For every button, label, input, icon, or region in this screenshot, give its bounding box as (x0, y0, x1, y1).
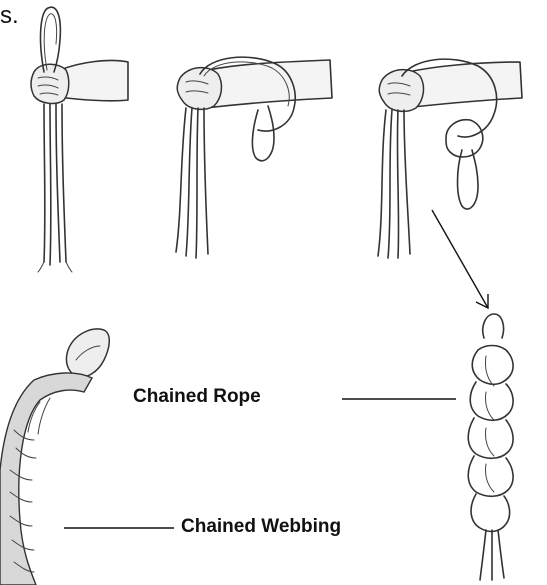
chain-tail-strands (480, 530, 504, 580)
step-1-loop (41, 7, 61, 72)
step-3-pull-through (378, 59, 522, 258)
step-1-hand (31, 64, 69, 103)
webbing-top-loop (66, 329, 109, 377)
chained-webbing-drawing (0, 329, 109, 585)
arrow-to-chained-rope (432, 210, 488, 308)
step-1-arm (60, 60, 128, 100)
step-3-ring (446, 120, 483, 157)
chained-webbing-label: Chained Webbing (181, 516, 341, 538)
step-2-wrap-arm (176, 57, 332, 258)
step-3-pulled-loop (458, 150, 479, 209)
chain-top-loop (483, 314, 504, 338)
step-1-strands (44, 104, 66, 265)
step-3-strands (378, 110, 410, 258)
step-2-strands (176, 108, 208, 258)
chained-rope-drawing (468, 314, 513, 580)
step-1-hand-loop (31, 7, 128, 272)
step-2-hanging-loop (252, 106, 274, 161)
chained-rope-label: Chained Rope (133, 386, 261, 408)
